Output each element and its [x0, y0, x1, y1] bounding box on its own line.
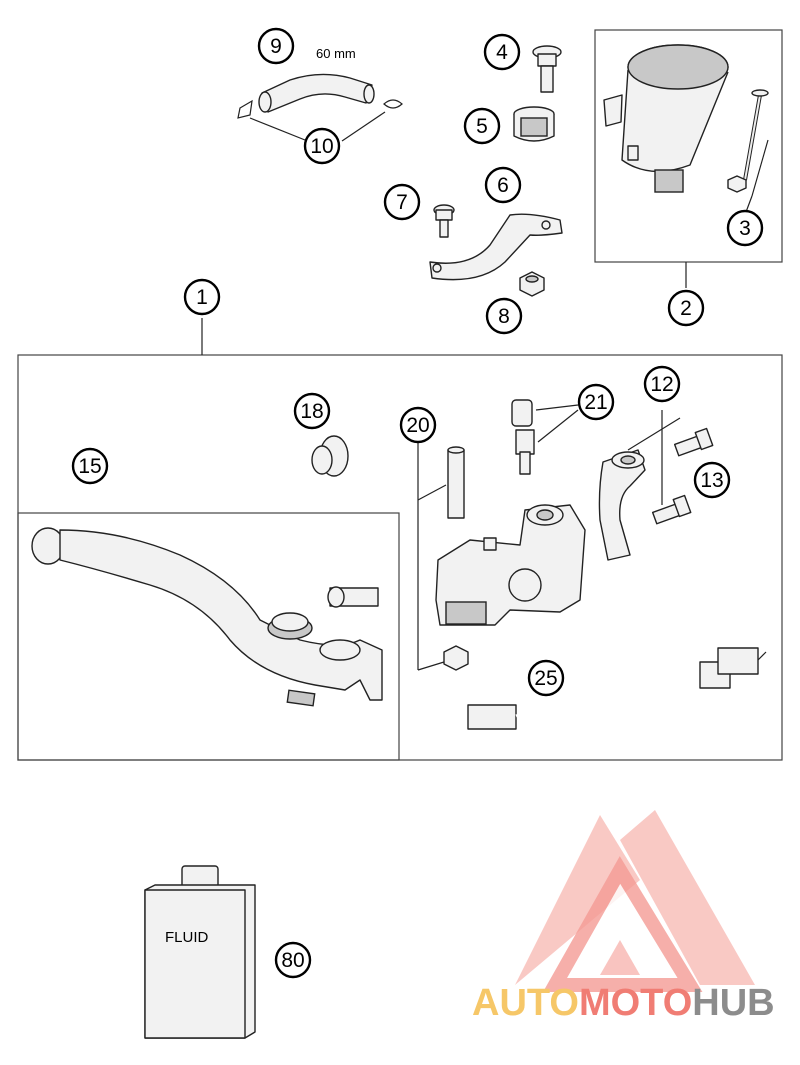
callout-9: 9: [257, 27, 295, 65]
callout-label: 15: [78, 455, 101, 478]
reservoir-part-2: [603, 44, 729, 193]
watermark-text: AUTOMOTOHUB: [472, 982, 775, 1024]
bleed-valve-part-21: [511, 399, 579, 475]
callout-80: 80: [274, 941, 312, 979]
callout-6: 6: [484, 166, 522, 204]
callout-25: 25: [527, 659, 565, 697]
callout-2: 2: [667, 289, 705, 327]
clamp-part-12: [598, 410, 681, 561]
hose-part: [258, 73, 375, 113]
master-cylinder-body: [435, 504, 586, 626]
callout-label: 21: [584, 391, 607, 414]
callout-label: 2: [680, 297, 692, 320]
callout-8: 8: [485, 297, 523, 335]
callout-circle: [726, 209, 764, 247]
callout-label: 3: [739, 217, 751, 240]
brake-switch-part-25: [467, 647, 767, 730]
clamp-parts: [237, 99, 403, 143]
callout-7: 7: [383, 183, 421, 221]
callout-12: 12: [643, 365, 681, 403]
bolt-part-4: [532, 45, 562, 93]
watermark-auto: AUTO: [472, 982, 579, 1024]
callout-label: 13: [700, 469, 723, 492]
callout-circle: [527, 659, 565, 697]
callout-label: 9: [270, 35, 282, 58]
callout-10: 10: [303, 127, 341, 165]
callout-label: 20: [406, 414, 429, 437]
callout-1: 1: [183, 278, 221, 316]
callout-21: 21: [577, 383, 615, 421]
callout-circle: [399, 406, 437, 444]
reservoir-frame-2: [594, 29, 783, 263]
callout-label: 8: [498, 305, 510, 328]
lever-frame-15: [17, 512, 400, 761]
callout-circle: [274, 941, 312, 979]
callout-label: 1: [196, 286, 208, 309]
pin-part-20: [417, 440, 469, 671]
watermark-moto: MOTO: [579, 982, 692, 1024]
callout-label: 4: [496, 41, 508, 64]
callout-circle: [183, 278, 221, 316]
callout-20: 20: [399, 406, 437, 444]
callout-circle: [383, 183, 421, 221]
screw-part-3: [727, 89, 769, 213]
callout-circle: [643, 365, 681, 403]
callout-18: 18: [293, 392, 331, 430]
callout-label: 6: [497, 174, 509, 197]
callout-label: 5: [476, 115, 488, 138]
bolt-part-13: [651, 427, 714, 525]
callout-circle: [71, 447, 109, 485]
fluid-bottle-part-80: FLUID: [144, 865, 256, 1039]
callout-label: 25: [534, 667, 557, 690]
callout-circle: [483, 33, 521, 71]
callout-label: 7: [396, 191, 408, 214]
callout-label: 12: [650, 373, 673, 396]
callout-15: 15: [71, 447, 109, 485]
callout-circle: [693, 461, 731, 499]
grommet-part-5: [513, 106, 555, 142]
boot-part-18: [311, 435, 349, 477]
callout-5: 5: [463, 107, 501, 145]
callout-3: 3: [726, 209, 764, 247]
callout-circle: [463, 107, 501, 145]
callout-13: 13: [693, 461, 731, 499]
lever-part-15: [31, 527, 383, 707]
callout-label: 10: [310, 135, 333, 158]
callout-circle: [485, 297, 523, 335]
callout-circle: [293, 392, 331, 430]
screw-part-7: [433, 204, 455, 238]
callout-label: 18: [300, 400, 323, 423]
callout-circle: [667, 289, 705, 327]
callout-circle: [303, 127, 341, 165]
callout-circle: [257, 27, 295, 65]
watermark-logo: [515, 810, 755, 992]
callout-circle: [577, 383, 615, 421]
callout-circle: [484, 166, 522, 204]
dimension-label: 60 mm: [316, 46, 356, 61]
nut-part-8: [519, 271, 545, 297]
bracket-part-6: [429, 213, 563, 281]
fluid-label: FLUID: [165, 929, 209, 946]
callout-label: 80: [281, 949, 304, 972]
callout-4: 4: [483, 33, 521, 71]
watermark-hub: HUB: [692, 982, 774, 1024]
